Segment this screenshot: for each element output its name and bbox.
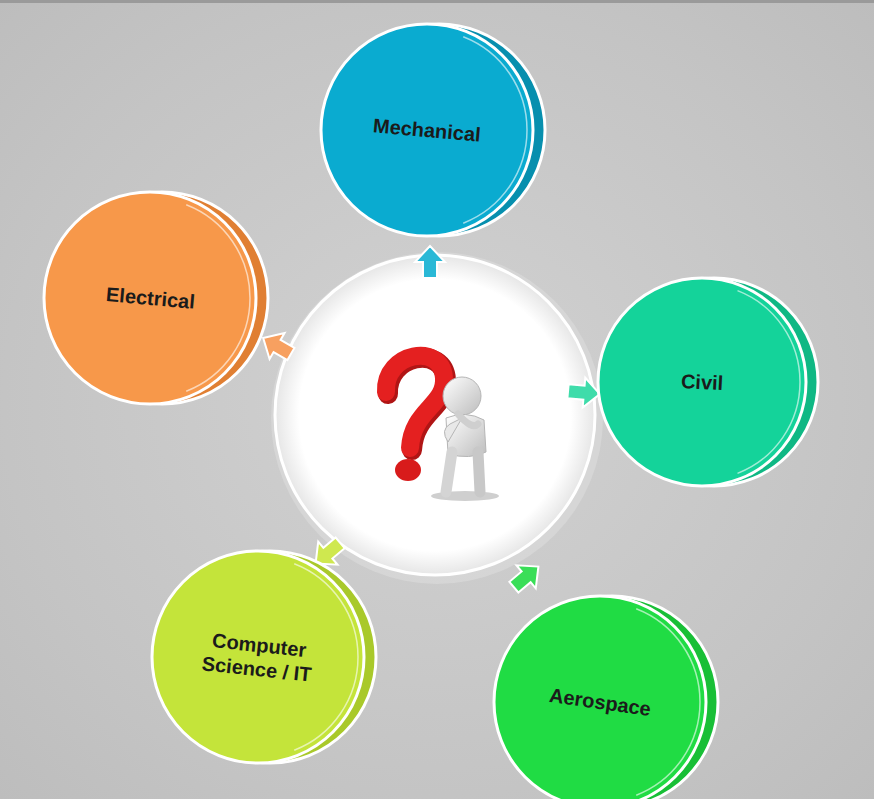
engineering-disc: Civil — [594, 274, 824, 490]
discipline-label: Computer Science / IT — [181, 625, 335, 688]
engineering-disc: Electrical — [40, 188, 274, 408]
engineering-disc: Computer Science / IT — [148, 547, 382, 767]
disc-highlight — [186, 205, 250, 391]
top-strip — [0, 0, 874, 3]
thinking-figure — [431, 377, 499, 501]
discipline-label: Civil — [680, 369, 723, 395]
disc-face — [598, 278, 806, 486]
center-shadow — [271, 252, 603, 584]
center-circle — [275, 255, 595, 575]
engineering-disc: Mechanical — [317, 20, 551, 240]
discipline-label: Aerospace — [548, 683, 653, 721]
discipline-label: Mechanical — [372, 113, 482, 146]
disc-face — [152, 551, 364, 763]
disc-face-text-area: Aerospace — [490, 592, 710, 799]
disc-highlight — [738, 291, 800, 474]
disc-face-text-area: Computer Science / IT — [148, 547, 368, 767]
disc-face-text-area: Electrical — [40, 188, 260, 408]
arrows — [256, 246, 602, 599]
disc-face — [44, 192, 256, 404]
disc-face-text-area: Civil — [594, 274, 810, 490]
disc-face — [494, 596, 706, 799]
question-mark — [386, 356, 446, 481]
disc-face — [321, 24, 533, 236]
discipline-label: Electrical — [105, 282, 196, 314]
engineering-disc: Aerospace — [490, 592, 724, 799]
disc-face-text-area: Mechanical — [317, 20, 537, 240]
